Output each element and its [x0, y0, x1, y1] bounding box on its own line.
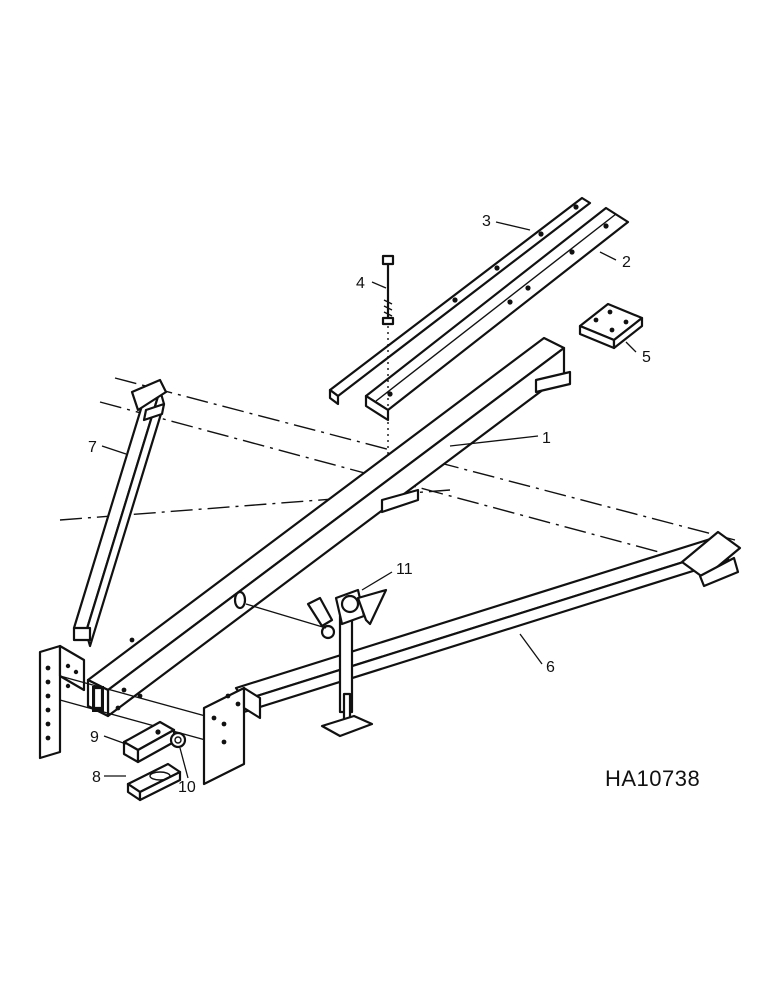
callout-7: 7 — [88, 439, 97, 456]
part-1-tongue-beam — [86, 336, 572, 718]
part-6-right-brace — [234, 530, 742, 714]
callout-10: 10 — [178, 779, 196, 796]
part-5-square-plate — [578, 302, 644, 350]
part-9-clevis — [122, 720, 176, 764]
callout-2: 2 — [622, 254, 631, 271]
callout-11: 11 — [396, 561, 413, 578]
part-4-bolt — [381, 254, 395, 498]
callout-3: 3 — [482, 213, 491, 230]
leader-lines — [101, 221, 637, 779]
part-7-left-brace — [72, 378, 168, 648]
callout-5: 5 — [642, 349, 651, 366]
part-8-hitch-strap — [126, 762, 182, 802]
callout-9: 9 — [90, 729, 99, 746]
part-10-bushing — [169, 731, 187, 749]
figure-id-label: HA10738 — [605, 766, 700, 791]
right-hitch-plate — [202, 686, 262, 786]
left-hitch-plate — [38, 644, 86, 760]
part-3-angle-strip — [328, 196, 592, 406]
callout-4: 4 — [356, 275, 365, 292]
callout-1: 1 — [542, 430, 551, 447]
part-11-jack-stand — [233, 588, 388, 738]
callout-labels: 1 2 3 4 5 6 7 8 9 10 11 — [88, 213, 651, 796]
callout-6: 6 — [546, 659, 555, 676]
crossbar — [59, 637, 221, 745]
callout-8: 8 — [92, 769, 101, 786]
part-2-angle-strip — [364, 206, 630, 422]
